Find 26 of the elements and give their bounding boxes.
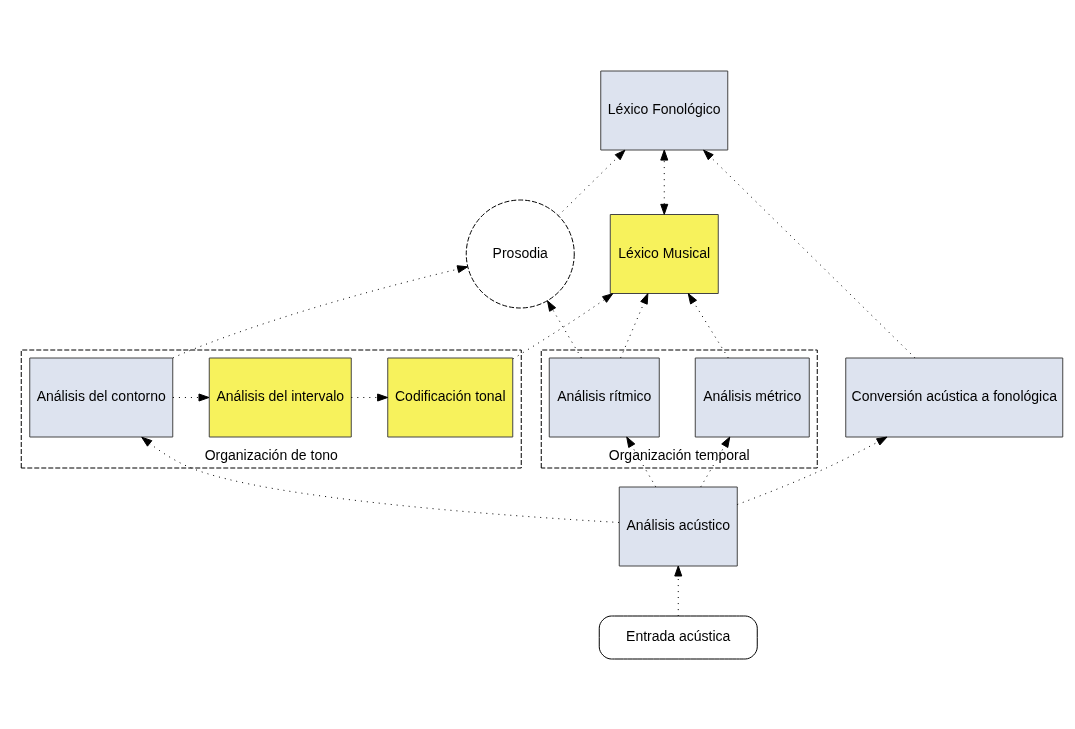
arrow xyxy=(557,149,625,216)
arrow xyxy=(546,299,582,358)
node-box: Conversión acústica a fonológica xyxy=(844,357,1063,437)
arrow xyxy=(619,292,648,358)
node-box: Análisis del intervalo xyxy=(208,357,352,437)
arrow xyxy=(673,565,682,616)
node-box: Léxico Musical xyxy=(609,213,719,294)
node-box: Codificación tonal xyxy=(386,357,513,437)
node-box: Análisis del contorno xyxy=(28,357,173,437)
arrow xyxy=(140,436,619,523)
arrow xyxy=(511,292,613,359)
arrow xyxy=(702,149,915,358)
arrow xyxy=(687,292,729,358)
arrow xyxy=(171,264,468,358)
node-box: Entrada acústica xyxy=(598,615,758,659)
node-box: Análisis acústico xyxy=(618,486,738,566)
arrow xyxy=(659,149,668,215)
arrow xyxy=(625,436,656,487)
node-box: Análisis rítmico xyxy=(548,357,660,437)
node-box: Léxico Fonológico xyxy=(599,70,728,150)
arrow xyxy=(699,436,730,487)
arrow xyxy=(736,436,887,505)
arrow xyxy=(350,393,388,401)
arrow xyxy=(171,393,209,401)
node-box: Análisis métrico xyxy=(694,357,810,437)
node-circle: Prosodia xyxy=(465,199,575,308)
